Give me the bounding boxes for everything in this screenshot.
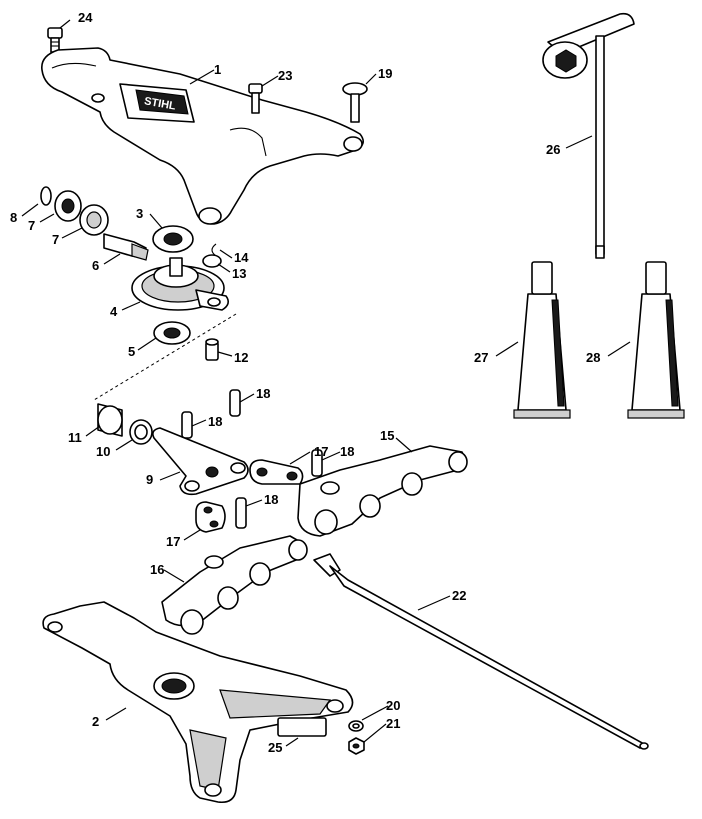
part-8-circlip: [40, 186, 52, 206]
callout-1: 1: [214, 62, 221, 77]
leader-lines: [21, 19, 631, 747]
callout-19: 19: [378, 66, 392, 81]
part-11-bushing: [97, 403, 123, 437]
svg-text:STIHL: STIHL: [143, 95, 177, 112]
callout-5: 5: [128, 344, 135, 359]
callout-17a: 17: [314, 444, 328, 459]
part-18-pin-d: [235, 497, 247, 529]
reference-line: [93, 313, 237, 401]
callout-18d: 18: [264, 492, 278, 507]
part-28-grease-tube: [627, 261, 685, 419]
part-21-nut: [348, 737, 365, 755]
part-19-bolt: [342, 82, 368, 123]
callout-9: 9: [146, 472, 153, 487]
callout-25: 25: [268, 740, 282, 755]
part-3-bearing: [152, 225, 194, 253]
callout-7a: 7: [28, 218, 35, 233]
part-15-bracket: [297, 445, 468, 537]
callout-23: 23: [278, 68, 292, 83]
callout-16: 16: [150, 562, 164, 577]
callout-8: 8: [10, 210, 17, 225]
callout-7b: 7: [52, 232, 59, 247]
part-25-label: [277, 717, 327, 737]
callout-26: 26: [546, 142, 560, 157]
callout-27: 27: [474, 350, 488, 365]
part-22-shaft: [313, 553, 649, 750]
part-16-bracket: [161, 535, 308, 635]
part-17-link-a: [249, 459, 304, 485]
part-7-bearing-b: [79, 204, 109, 236]
part-18-pin-c: [311, 449, 323, 477]
callout-2: 2: [92, 714, 99, 729]
part-9-connecting-rod: [152, 427, 249, 496]
callout-11: 11: [68, 430, 82, 445]
callout-18c: 18: [340, 444, 354, 459]
part-14-circlip: [211, 243, 217, 257]
callout-6: 6: [92, 258, 99, 273]
callout-15: 15: [380, 428, 394, 443]
part-6-pinion: [103, 233, 149, 261]
callout-20: 20: [386, 698, 400, 713]
callout-22: 22: [452, 588, 466, 603]
callout-18b: 18: [208, 414, 222, 429]
callout-18a: 18: [256, 386, 270, 401]
part-5-bearing: [153, 321, 191, 345]
callout-17b: 17: [166, 534, 180, 549]
part-10-ring: [129, 419, 153, 445]
callout-3: 3: [136, 206, 143, 221]
callout-13: 13: [232, 266, 246, 281]
callout-24: 24: [78, 10, 93, 25]
part-7-bearing-a: [54, 190, 82, 222]
callout-4: 4: [110, 304, 118, 319]
part-12-sleeve: [205, 338, 219, 361]
callout-12: 12: [234, 350, 248, 365]
callout-21: 21: [386, 716, 400, 731]
part-26-wrench: [542, 12, 635, 259]
callout-labels: 24 1 23 19 26 8 7 7 3 14 13 6 4 5 12 27 …: [10, 10, 600, 755]
callout-14: 14: [234, 250, 249, 265]
part-24-screw: [47, 27, 63, 53]
part-2-lower-housing: [42, 601, 354, 804]
callout-28: 28: [586, 350, 600, 365]
part-13-washer: [202, 254, 222, 268]
part-27-grease-tube: [513, 261, 571, 419]
part-18-pin-a: [229, 389, 241, 417]
part-4-bevel-gear: [131, 257, 230, 311]
part-17-link-b: [195, 501, 226, 533]
callout-10: 10: [96, 444, 110, 459]
part-23-screw: [248, 83, 263, 114]
part-1-gear-housing: STIHL: [41, 47, 364, 225]
part-20-washer: [348, 720, 364, 732]
part-18-pin-b: [181, 411, 193, 439]
